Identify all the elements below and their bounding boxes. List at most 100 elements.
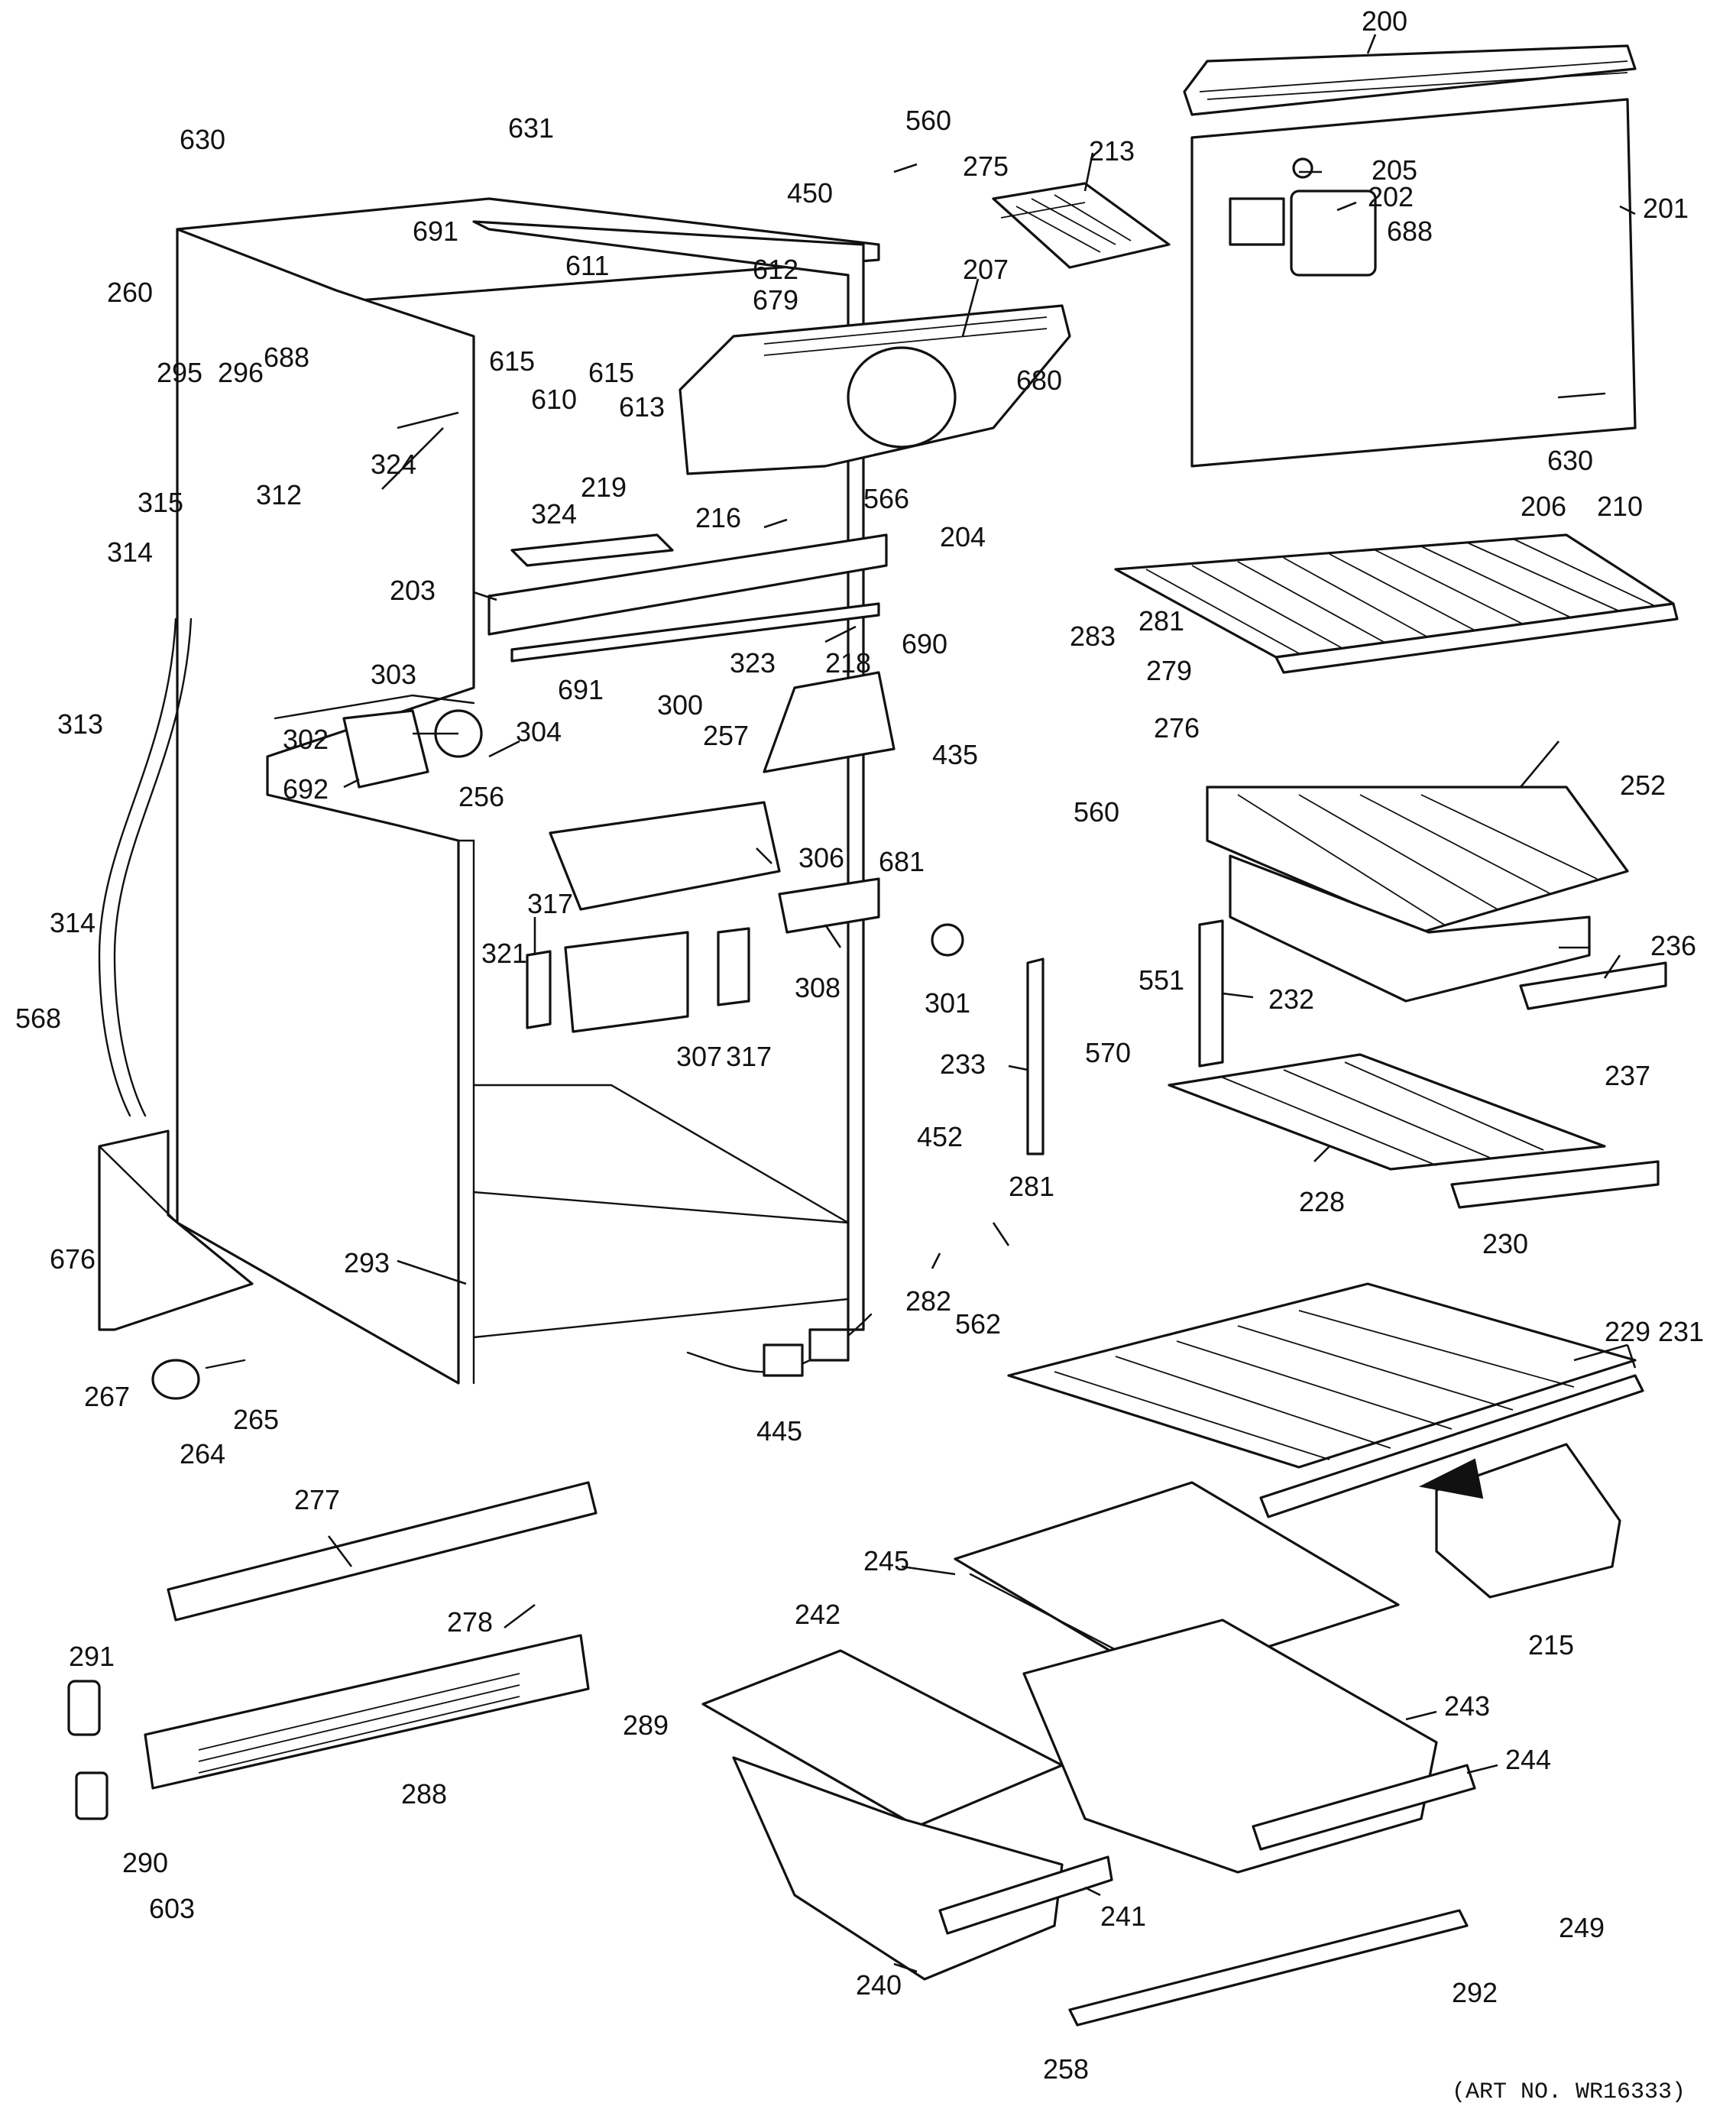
part-200-top-trim: [1183, 44, 1637, 116]
part-306-control-housing: [549, 801, 781, 911]
callout-260: 260: [107, 277, 153, 308]
callout-307: 307: [676, 1041, 722, 1072]
callout-213: 213: [1089, 135, 1135, 167]
callout-323: 323: [730, 647, 776, 679]
callout-570: 570: [1085, 1037, 1131, 1068]
art-number: (ART NO. WR16333): [1452, 2079, 1686, 2103]
callout-292: 292: [1452, 1977, 1498, 2008]
callout-249: 249: [1559, 1912, 1605, 1943]
callout-241: 241: [1100, 1900, 1146, 1932]
part-244-trim: [1252, 1764, 1476, 1851]
callout-630-right: 630: [1547, 445, 1593, 476]
callout-321: 321: [481, 938, 527, 969]
part-291-foot: [67, 1680, 101, 1736]
part-243-vegetable-pan: [1022, 1619, 1438, 1874]
callout-216: 216: [695, 502, 741, 533]
part-233-support: [1026, 958, 1045, 1155]
part-245-pan-cover: [954, 1481, 1400, 1683]
callout-681: 681: [879, 846, 925, 877]
part-445-harness: [686, 1313, 873, 1373]
part-323-bracket: [763, 671, 896, 773]
part-232-support: [1198, 919, 1224, 1068]
callout-691-top: 691: [413, 215, 458, 247]
part-237-trim: [1519, 961, 1667, 1010]
callout-257: 257: [703, 720, 749, 751]
callout-560-top: 560: [905, 105, 951, 136]
callout-680: 680: [1016, 365, 1062, 396]
callout-252: 252: [1620, 770, 1666, 801]
callout-245: 245: [863, 1545, 909, 1576]
callout-236: 236: [1650, 930, 1696, 961]
callout-278: 278: [447, 1606, 493, 1638]
part-228-shelf: [1168, 1053, 1606, 1171]
callout-562: 562: [955, 1308, 1001, 1340]
callout-314-top: 314: [107, 536, 153, 568]
part-258-trim: [1068, 1909, 1469, 2027]
callout-317-right: 317: [726, 1041, 772, 1072]
part-206-freezer-shelf: [1114, 533, 1675, 659]
callout-688-left: 688: [264, 342, 309, 373]
part-231-trim: [1259, 1374, 1644, 1518]
callout-615-left: 615: [489, 345, 535, 377]
callout-206: 206: [1521, 491, 1566, 522]
callout-560-mid: 560: [1074, 796, 1119, 828]
callout-688-right: 688: [1387, 215, 1433, 247]
callout-264: 264: [180, 1438, 225, 1470]
callout-210: 210: [1597, 491, 1643, 522]
callout-203: 203: [390, 575, 436, 606]
callout-282: 282: [905, 1285, 951, 1317]
callout-202: 202: [1368, 181, 1414, 212]
callout-691-mid: 691: [558, 674, 604, 705]
part-313-drain-tube: [98, 617, 177, 1117]
callout-230: 230: [1482, 1228, 1528, 1259]
callout-218: 218: [825, 647, 871, 679]
callout-435: 435: [932, 739, 978, 770]
callout-265: 265: [233, 1404, 279, 1435]
callout-676: 676: [50, 1243, 96, 1275]
callout-452: 452: [917, 1121, 963, 1152]
callout-304: 304: [516, 716, 562, 747]
callout-296: 296: [218, 357, 264, 388]
callout-289: 289: [623, 1709, 669, 1741]
callout-313: 313: [57, 708, 103, 740]
callout-229: 229: [1605, 1316, 1650, 1347]
callout-290: 290: [122, 1847, 168, 1878]
part-215-meat-pan: [1435, 1443, 1621, 1599]
part-252-pan-cover: [1206, 786, 1629, 934]
callout-610: 610: [531, 384, 577, 415]
part-203-channel: [487, 533, 888, 636]
callout-295: 295: [157, 357, 202, 388]
callout-293: 293: [344, 1247, 390, 1278]
callout-692: 692: [283, 773, 329, 805]
callout-215: 215: [1528, 1629, 1574, 1661]
part-301-knob: [931, 923, 964, 957]
callout-314-bottom: 314: [50, 907, 96, 938]
callout-315: 315: [138, 487, 183, 518]
part-230-trim: [1450, 1160, 1660, 1209]
callout-566: 566: [863, 483, 909, 514]
callout-312: 312: [256, 479, 302, 510]
callout-283: 283: [1070, 621, 1116, 652]
callout-232: 232: [1268, 983, 1314, 1015]
callout-237: 237: [1605, 1060, 1650, 1091]
part-288-grille: [144, 1634, 590, 1790]
part-219-heater: [510, 533, 674, 567]
callout-279: 279: [1146, 655, 1192, 686]
part-236-pan: [1229, 854, 1591, 1003]
callout-551: 551: [1138, 964, 1184, 996]
part-302-control: [342, 709, 429, 789]
callout-690: 690: [902, 628, 947, 659]
callout-679: 679: [753, 284, 798, 316]
callout-233: 233: [940, 1048, 986, 1080]
callout-281-top: 281: [1138, 605, 1184, 637]
callout-301: 301: [925, 987, 970, 1019]
callout-200: 200: [1362, 5, 1407, 37]
callout-306: 306: [798, 842, 844, 873]
callout-324-mid: 324: [531, 498, 577, 530]
callout-611: 611: [565, 250, 609, 281]
part-264-roller: [151, 1359, 200, 1400]
part-308-plate: [778, 877, 880, 934]
callout-204: 204: [940, 521, 986, 552]
callout-243: 243: [1444, 1690, 1490, 1722]
callout-630-top: 630: [180, 124, 225, 155]
